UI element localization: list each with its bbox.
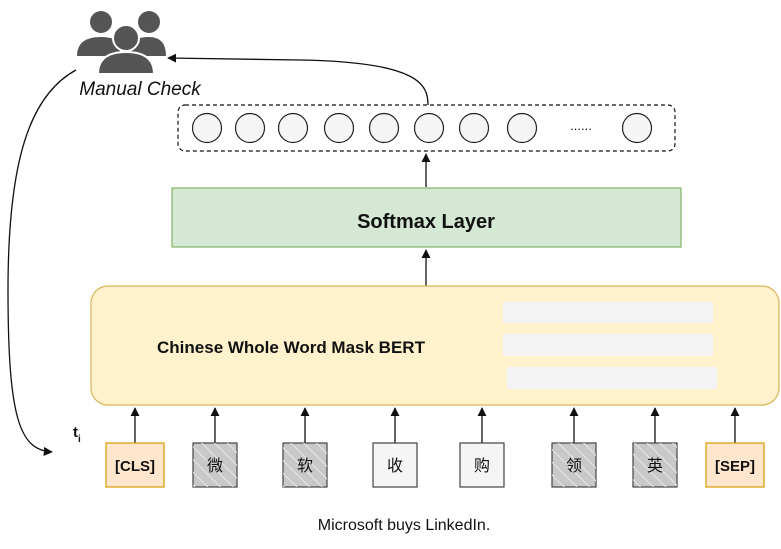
token-label-2: 微 <box>207 456 223 475</box>
bert-placeholder-bar-2 <box>503 334 713 356</box>
token-box-5 <box>459 442 505 488</box>
bert-label: Chinese Whole Word Mask BERT <box>157 338 426 357</box>
input-label: ti <box>73 424 81 445</box>
output-to-check-arrow <box>167 53 429 106</box>
manual-check-label: Manual Check <box>79 79 202 100</box>
softmax-layer-label: Softmax Layer <box>357 211 495 233</box>
token-hatch-2 <box>193 443 237 487</box>
token-hatch-7 <box>633 443 677 487</box>
output-node-7 <box>458 112 490 144</box>
output-nodes-box <box>177 104 676 152</box>
output-node-6 <box>413 112 445 144</box>
caption: Microsoft buys LinkedIn. <box>318 517 491 534</box>
token-box-8 <box>705 442 765 488</box>
output-node-4 <box>323 112 355 144</box>
token-label-5: 购 <box>474 456 490 475</box>
output-node-9 <box>621 112 653 144</box>
token-box-1 <box>105 442 165 488</box>
output-nodes <box>191 112 653 144</box>
softmax-layer-box <box>171 187 682 248</box>
token-box-4 <box>372 442 418 488</box>
output-ellipsis: ...... <box>570 118 592 133</box>
input-label-subscript: i <box>78 434 81 445</box>
token-label-1: [CLS] <box>115 458 155 475</box>
token-label-6: 领 <box>566 456 582 475</box>
token-hatch-6 <box>552 443 596 487</box>
token-label-3: 软 <box>297 456 313 475</box>
output-node-3 <box>277 112 309 144</box>
input-tokens: [CLS] 微 软 收 购 领 英 [SEP] <box>105 407 765 488</box>
bert-placeholder-bar-3 <box>507 367 717 389</box>
output-node-1 <box>191 112 223 144</box>
output-node-8 <box>506 112 538 144</box>
token-hatch-3 <box>283 443 327 487</box>
token-label-7: 英 <box>647 456 663 475</box>
users-icon <box>77 11 166 75</box>
output-node-5 <box>368 112 400 144</box>
bert-placeholder-bar-1 <box>503 302 713 323</box>
token-label-4: 收 <box>387 456 403 475</box>
check-to-input-arrow <box>7 69 77 457</box>
token-label-8: [SEP] <box>715 458 755 475</box>
output-node-2 <box>234 112 266 144</box>
